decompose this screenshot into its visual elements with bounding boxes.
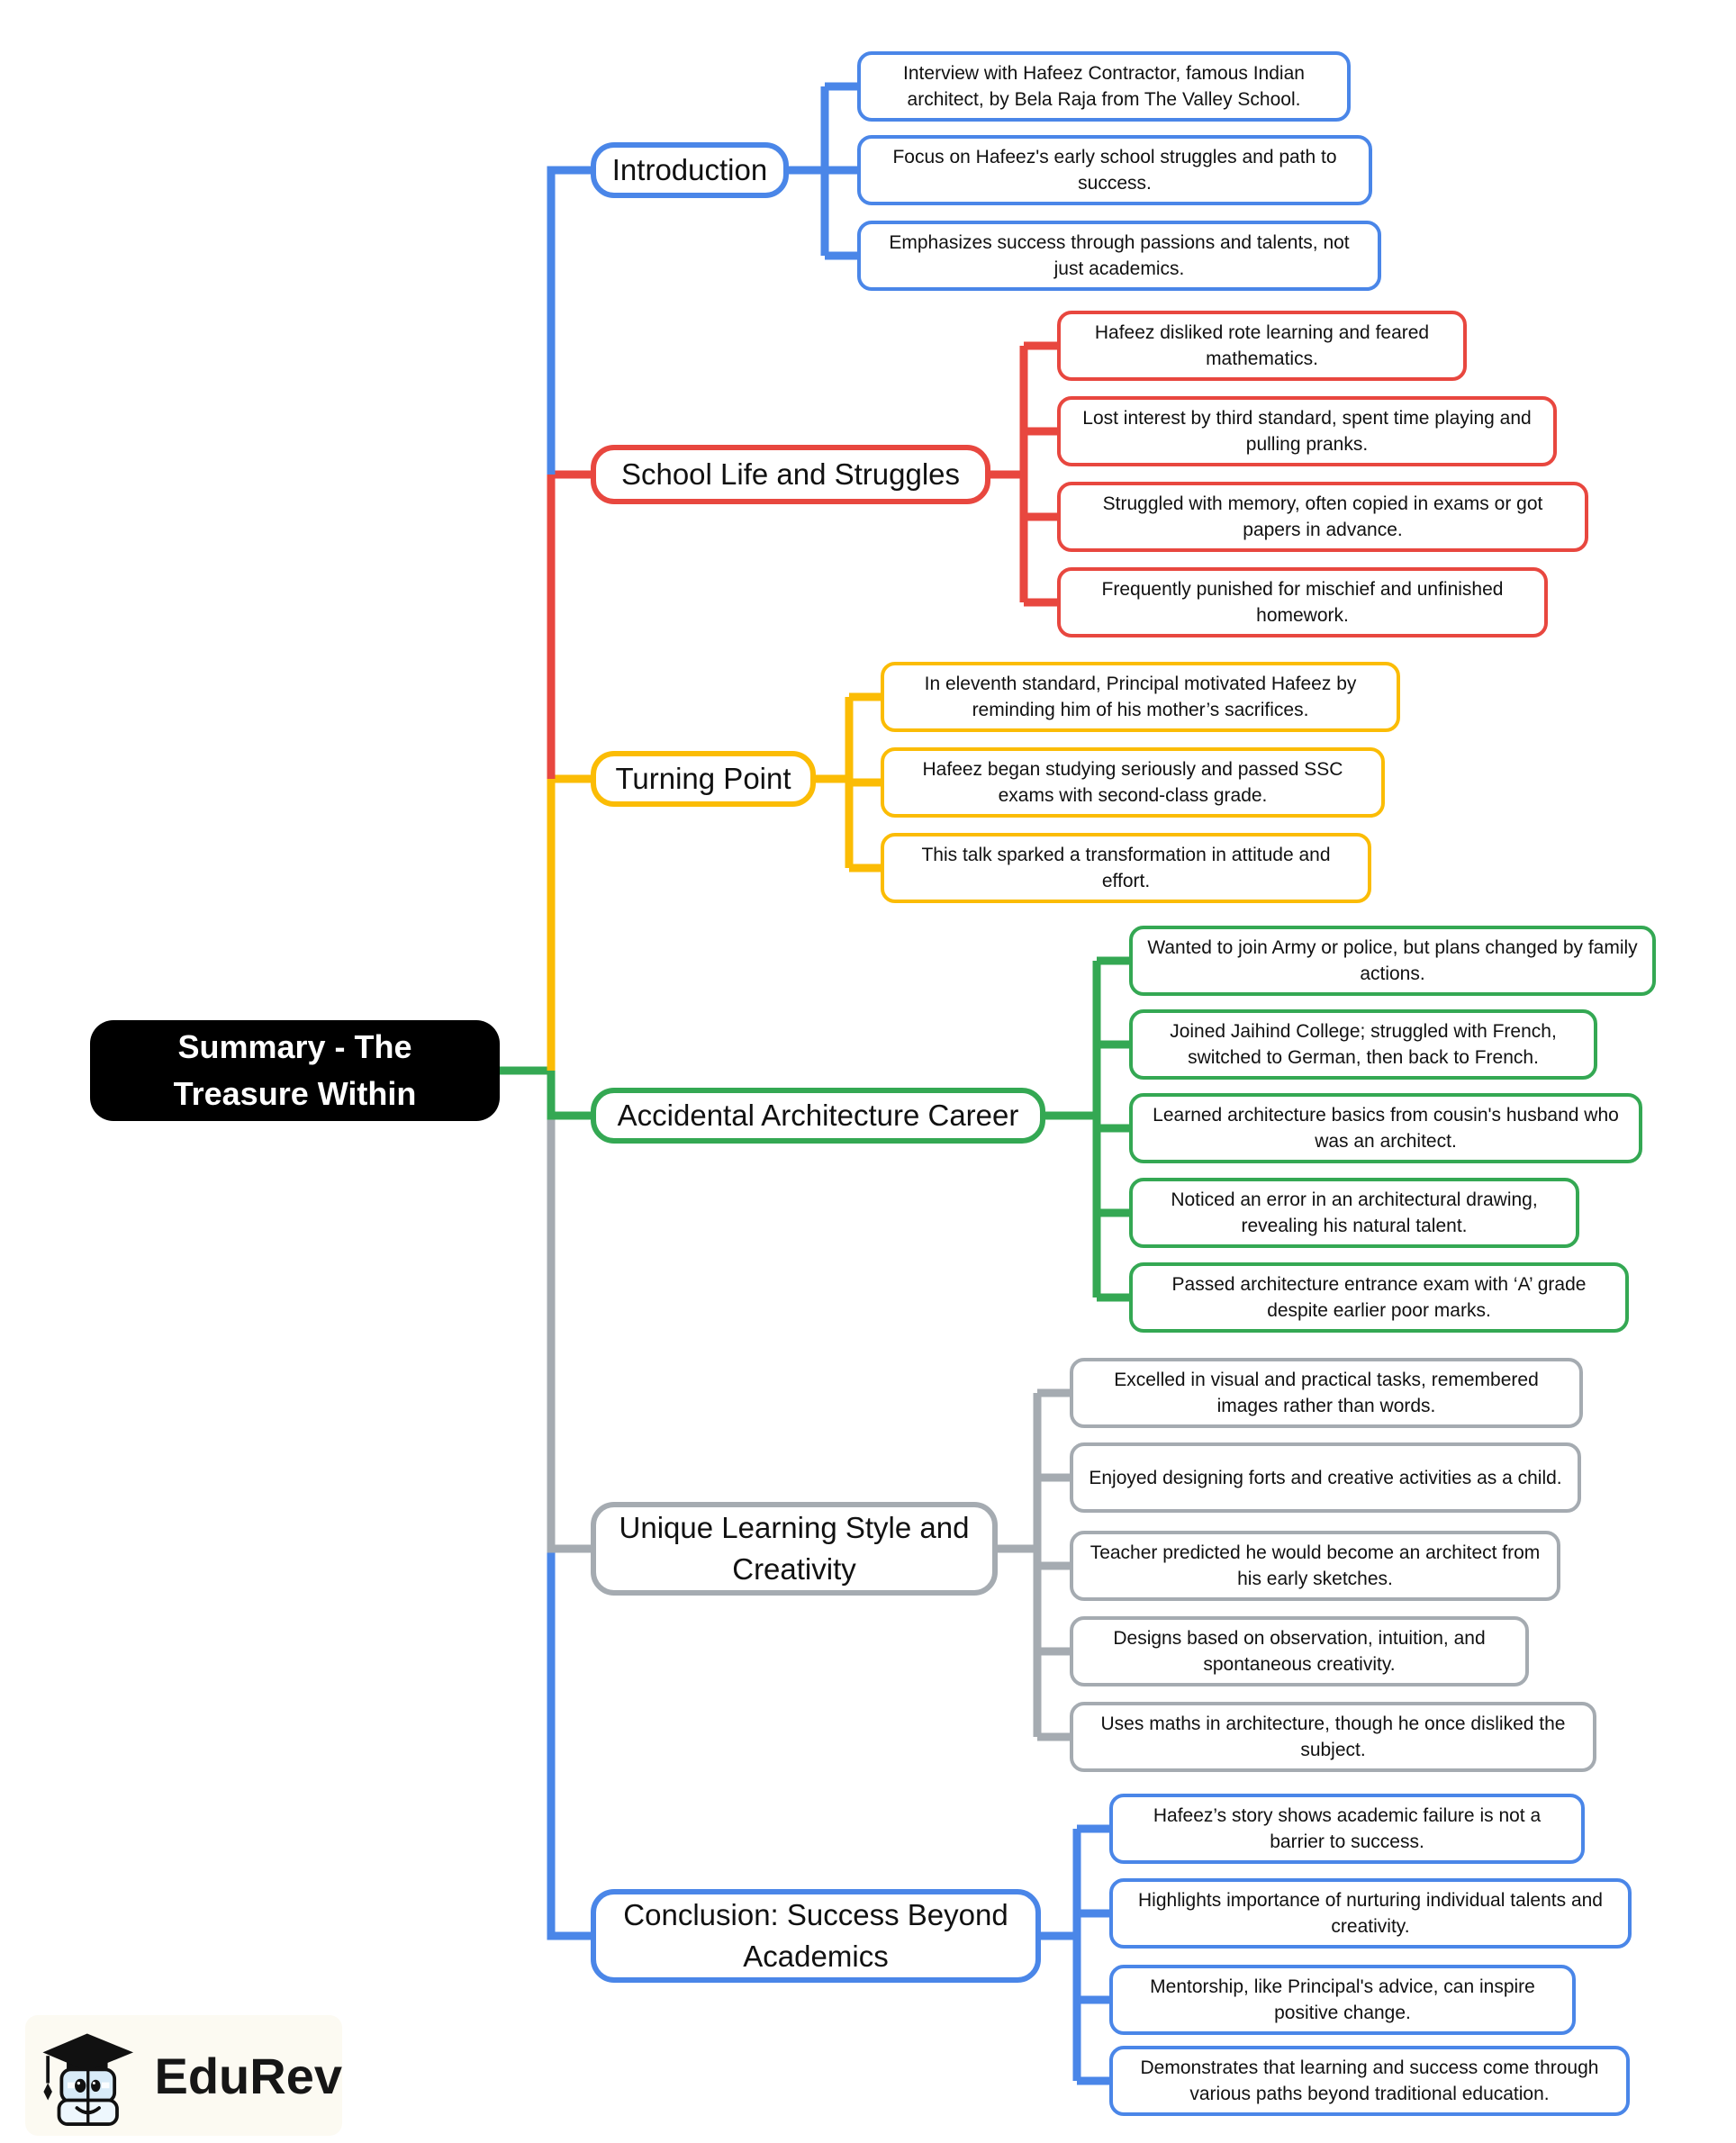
leaf-node: Noticed an error in an architectural dra… (1129, 1178, 1579, 1248)
leaf-node: Interview with Hafeez Contractor, famous… (857, 51, 1351, 122)
leaf-node: Mentorship, like Principal's advice, can… (1109, 1965, 1576, 2035)
branch-node-introduction: Introduction (591, 142, 789, 198)
leaf-node: This talk sparked a transformation in at… (881, 833, 1371, 903)
leaf-node: Lost interest by third standard, spent t… (1057, 396, 1557, 466)
leaf-node: In eleventh standard, Principal motivate… (881, 662, 1400, 732)
leaf-node: Frequently punished for mischief and unf… (1057, 567, 1548, 637)
leaf-node: Emphasizes success through passions and … (857, 221, 1381, 291)
leaf-node: Hafeez’s story shows academic failure is… (1109, 1794, 1585, 1864)
branch-node-accidental-architecture: Accidental Architecture Career (591, 1088, 1045, 1144)
leaf-node: Focus on Hafeez's early school struggles… (857, 135, 1372, 205)
root-node: Summary - The Treasure Within (90, 1020, 500, 1121)
leaf-node: Designs based on observation, intuition,… (1070, 1616, 1529, 1686)
leaf-node: Enjoyed designing forts and creative act… (1070, 1442, 1581, 1513)
leaf-node: Teacher predicted he would become an arc… (1070, 1531, 1560, 1601)
branch-node-conclusion: Conclusion: Success Beyond Academics (591, 1889, 1041, 1983)
connector-unique-learning (547, 1116, 1070, 1741)
branch-node-turning-point: Turning Point (591, 751, 816, 807)
connector-conclusion (547, 1549, 1109, 2085)
leaf-node: Hafeez began studying seriously and pass… (881, 747, 1385, 818)
connector-introduction (547, 82, 857, 475)
leaf-node: Demonstrates that learning and success c… (1109, 2046, 1630, 2116)
leaf-node: Learned architecture basics from cousin'… (1129, 1093, 1642, 1163)
leaf-node: Wanted to join Army or police, but plans… (1129, 926, 1656, 996)
leaf-node: Hafeez disliked rote learning and feared… (1057, 311, 1467, 381)
branch-node-unique-learning: Unique Learning Style and Creativity (591, 1502, 998, 1596)
leaf-node: Struggled with memory, often copied in e… (1057, 482, 1588, 552)
edurev-logo-text: EduRev (154, 2047, 343, 2104)
leaf-node: Highlights importance of nurturing indiv… (1109, 1878, 1632, 1949)
edurev-logo: EduRev (25, 2015, 342, 2136)
leaf-node: Uses maths in architecture, though he on… (1070, 1702, 1596, 1772)
leaf-node: Joined Jaihind College; struggled with F… (1129, 1009, 1597, 1080)
leaf-node: Passed architecture entrance exam with ‘… (1129, 1262, 1629, 1333)
edurev-mascot-icon (42, 2033, 134, 2126)
leaf-node: Excelled in visual and practical tasks, … (1070, 1358, 1583, 1428)
branch-node-school-life: School Life and Struggles (591, 445, 990, 504)
connector-accidental-architecture (498, 956, 1129, 1302)
